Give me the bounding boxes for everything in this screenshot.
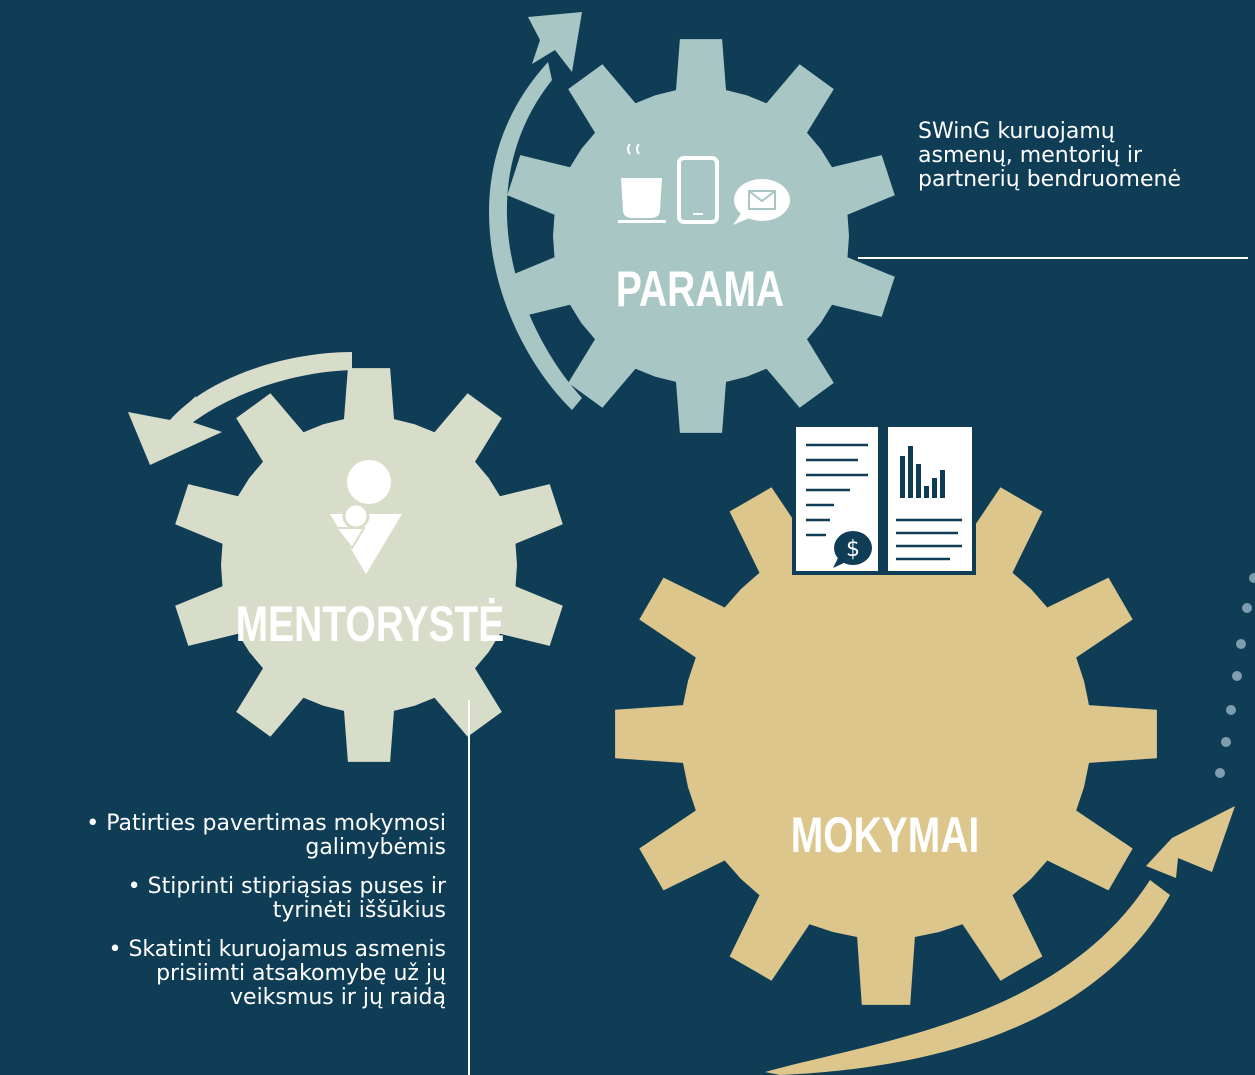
gear-label-training: MOKYMAI [791,806,979,863]
support-description-line: SWinG kuruojamų [918,119,1115,144]
support-description-line: partnerių bendruomenė [918,167,1181,192]
mentoring-point-line: prisiimti atsakomybę už jų [156,961,446,986]
support-description-line: asmenų, mentorių ir [918,143,1143,168]
mentoring-point-line: Skatinti kuruojamus asmenis [128,937,446,962]
mentoring-point-line: Stiprinti stipriąsias puses ir [147,874,446,899]
mentoring-points-list: Patirties pavertimas mokymosigalimybėmis… [0,812,446,1025]
mentor-person-icon [330,460,402,574]
gear-training: $ MOKYMAI [615,421,1157,1005]
bar-chart-icon [900,446,945,498]
support-description: SWinG kuruojamų asmenų, mentorių ir part… [918,120,1255,192]
mentoring-connector-line [468,700,470,1075]
support-connector-line [858,257,1248,259]
decorative-dots [1215,573,1255,778]
message-bubble-icon [733,179,790,225]
mentoring-point-line: veiksmus ir jų raidą [230,985,446,1010]
mentoring-point-line: galimybėmis [305,835,446,860]
coffee-cup-icon [618,143,666,223]
smartphone-icon [677,156,719,224]
gear-mentoring: MENTORYSTĖ [175,368,563,762]
cycle-arrow-support [489,12,582,410]
mentoring-point-line: tyrinėti iššūkius [272,898,446,923]
cycle-arrow-training [765,806,1235,1075]
gear-support: PARAMA [507,39,895,433]
cycle-arrow-mentoring [128,352,352,465]
svg-text:$: $ [846,537,860,562]
gear-label-mentoring: MENTORYSTĖ [236,595,505,652]
gear-label-support: PARAMA [616,260,784,317]
dollar-icon: $ [833,531,872,568]
mentoring-point-line: Patirties pavertimas mokymosi [106,811,446,836]
